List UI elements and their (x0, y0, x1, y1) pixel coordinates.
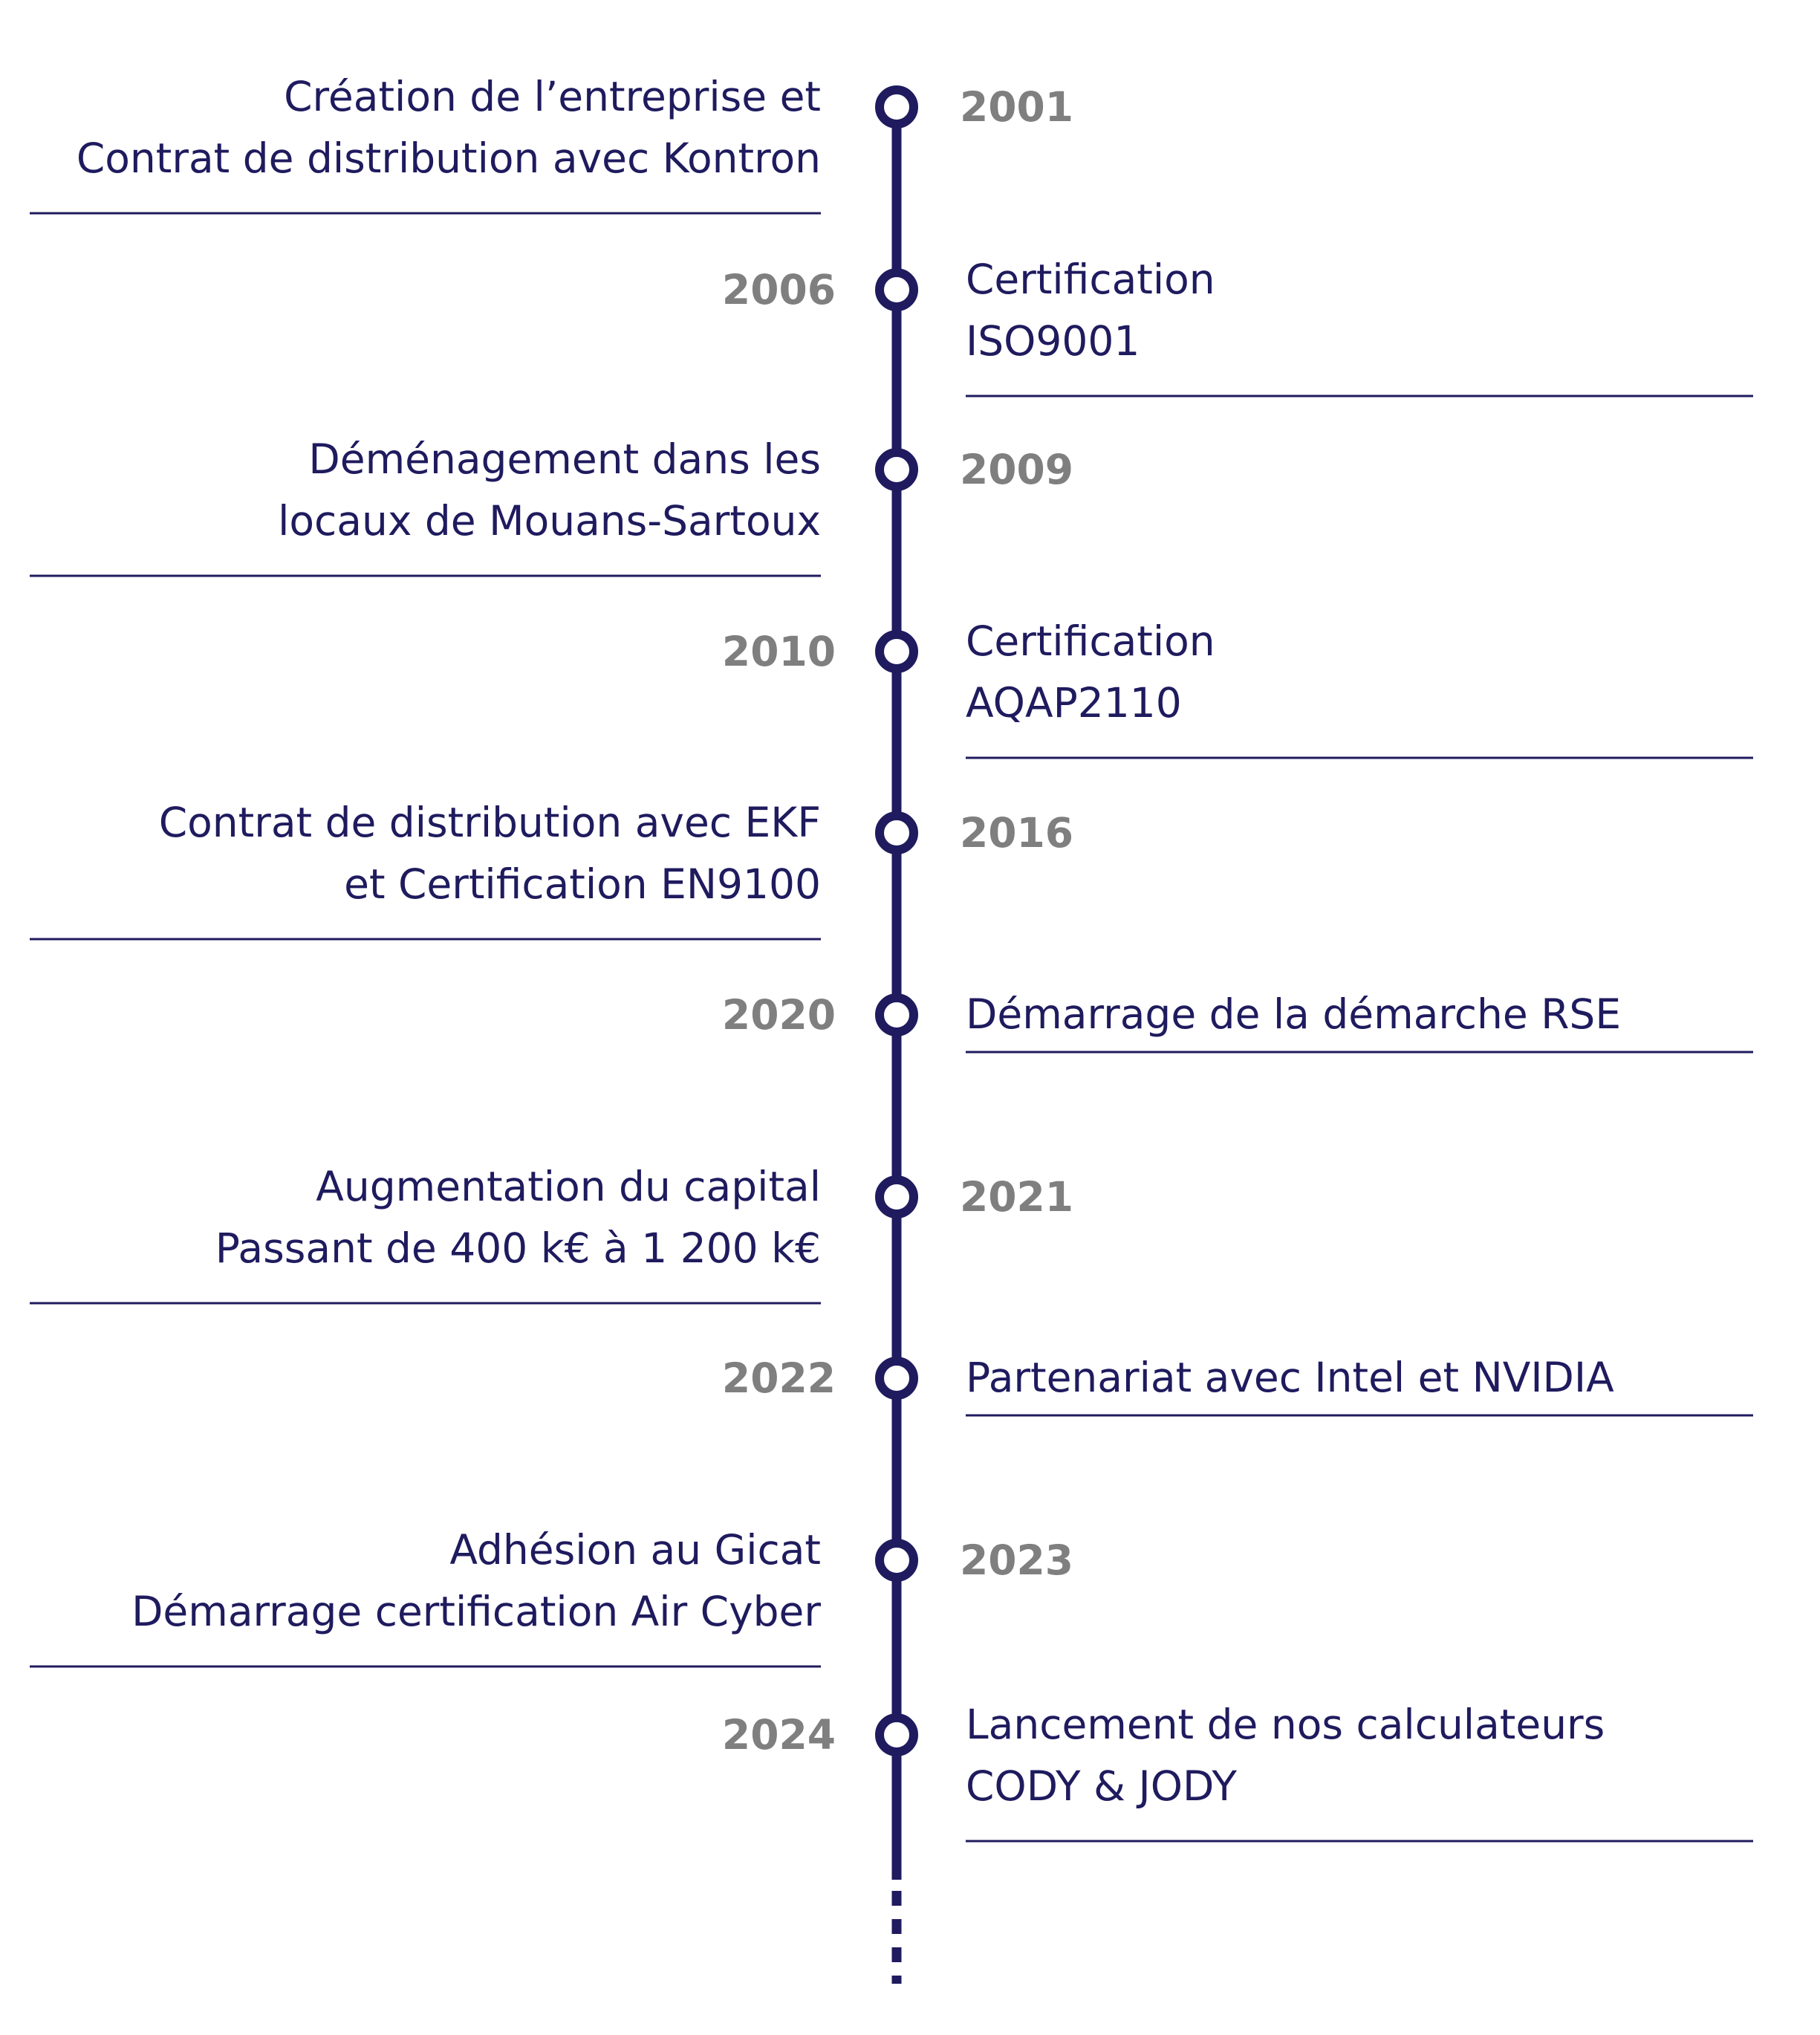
year-label-2021: 2021 (960, 1173, 1074, 1221)
event-text-line: Partenariat avec Intel et NVIDIA (966, 1354, 1614, 1401)
timeline-node-2016 (875, 811, 918, 854)
timeline-node-2021 (875, 1175, 918, 1218)
event-text-line: Déménagement dans les (308, 435, 821, 483)
year-label-2016: 2016 (960, 809, 1074, 857)
event-text-line: AQAP2110 (966, 679, 1182, 727)
year-label-2023: 2023 (960, 1536, 1074, 1584)
event-text-line: Adhésion au Gicat (449, 1526, 821, 1574)
event-text-line: Démarrage certification Air Cyber (131, 1588, 821, 1635)
timeline-node-2020 (875, 993, 918, 1036)
event-text-line: ISO9001 (966, 317, 1140, 365)
event-text-line: Lancement de nos calculateurs (966, 1701, 1605, 1748)
year-label-2022: 2022 (721, 1354, 836, 1402)
timeline-node-2006 (875, 268, 918, 311)
event-text-2001: Création de l’entreprise et Contrat de di… (77, 66, 821, 189)
timeline-node-2010 (875, 630, 918, 673)
event-text-2022: Partenariat avec Intel et NVIDIA (966, 1347, 1614, 1409)
year-label-2010: 2010 (721, 628, 836, 675)
year-label-2024: 2024 (721, 1711, 836, 1759)
timeline-node-2023 (875, 1539, 918, 1582)
year-label-2001: 2001 (960, 83, 1074, 131)
event-text-line: Certification (966, 617, 1215, 665)
event-text-line: Contrat de distribution avec EKF (158, 799, 821, 846)
timeline-node-2009 (875, 448, 918, 491)
year-label-2009: 2009 (960, 446, 1074, 493)
event-text-line: Augmentation du capital (316, 1163, 821, 1210)
event-text-line: Démarrage de la démarche RSE (966, 990, 1622, 1038)
event-text-line: Création de l’entreprise et (284, 73, 821, 120)
event-text-line: locaux de Mouans-Sartoux (278, 497, 821, 545)
year-label-2020: 2020 (721, 991, 836, 1039)
event-text-line: et Certification EN9100 (344, 860, 821, 908)
event-text-2016: Contrat de distribution avec EKF et Certi… (159, 792, 821, 915)
event-text-2020: Démarrage de la démarche RSE (966, 984, 1621, 1045)
event-text-line: Passant de 400 k€ à 1 200 k€ (215, 1224, 821, 1272)
timeline-node-2022 (875, 1357, 918, 1400)
event-text-line: Contrat de distribution avec Kontron (76, 134, 821, 182)
timeline-node-2001 (875, 85, 918, 129)
timeline-node-2024 (875, 1713, 918, 1756)
event-text-line: Certification (966, 256, 1215, 303)
year-label-2006: 2006 (721, 266, 836, 314)
event-text-line: CODY & JODY (966, 1762, 1237, 1810)
event-text-2009: Déménagement dans les locaux de Mouans-Sa… (278, 429, 821, 552)
